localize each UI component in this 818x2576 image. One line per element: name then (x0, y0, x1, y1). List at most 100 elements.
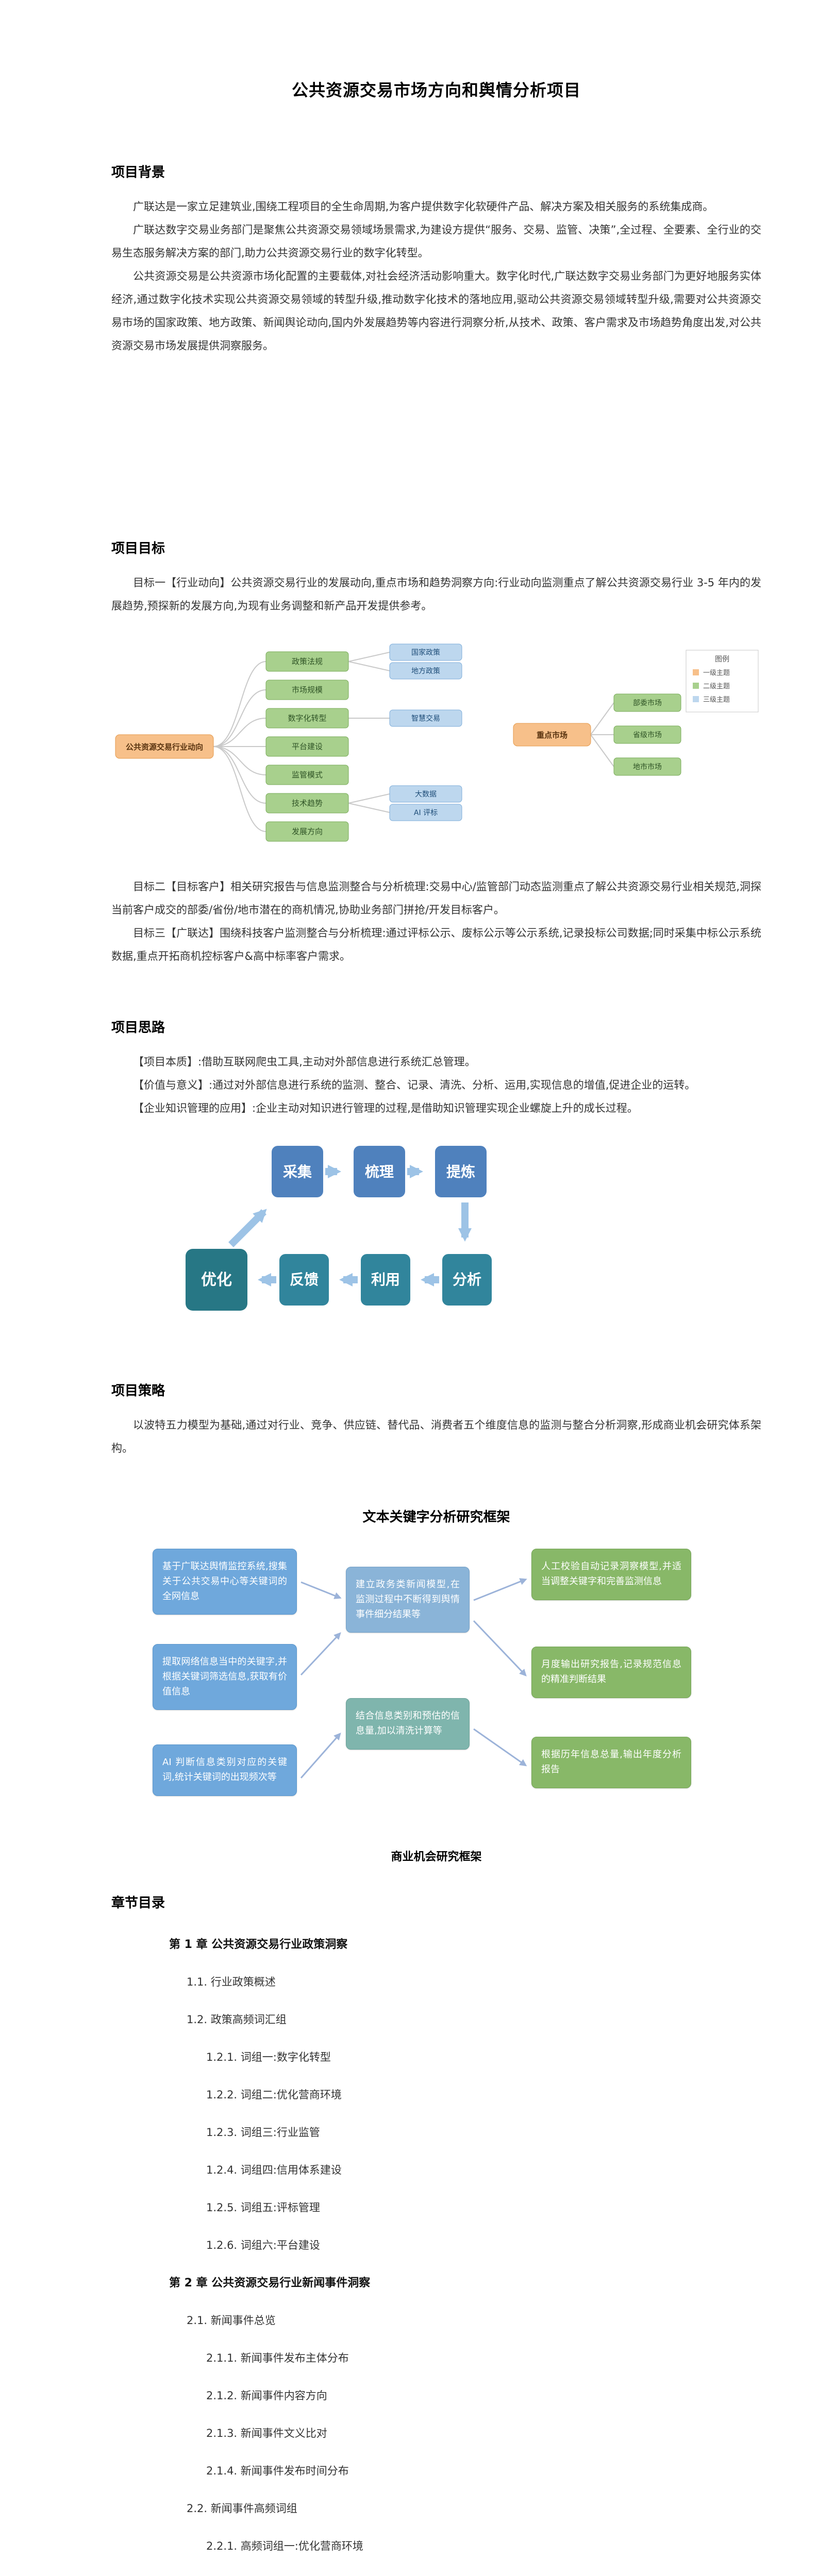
approach-item-3: 【企业知识管理的应用】:企业主动对知识进行管理的过程,是借助知识管理实现企业螺旋… (133, 1102, 638, 1114)
toc-heading: 章节目录 (111, 1895, 165, 1911)
svg-text:国家政策: 国家政策 (411, 648, 440, 657)
flow-box-collect: 采集 (272, 1146, 323, 1197)
legend-swatch-level3 (693, 696, 699, 702)
toc-chapter: 第 1 章 公共资源交易行业政策洞察 (169, 1938, 348, 1951)
strategy-heading: 项目策略 (111, 1383, 165, 1399)
background-paragraph-1: 广联达是一家立足建筑业,围绕工程项目的全生命周期,为客户提供数字化软硬件产品、解… (133, 200, 714, 213)
svg-text:地市市场: 地市市场 (633, 762, 662, 771)
goal-1-paragraph: 目标一【行业动向】公共资源交易行业的发展动向,重点市场和趋势洞察方向:行业动向监… (111, 577, 761, 612)
toc-subitem: 2.1.4. 新闻事件发布时间分布 (206, 2465, 349, 2477)
legend-swatch-level2 (693, 683, 699, 689)
framework-left-box-2: 提取网络信息当中的关键字,并根据关键词筛选信息,获取有价值信息 (153, 1644, 297, 1710)
flow-box-analyze: 分析 (442, 1254, 492, 1306)
svg-text:优化: 优化 (201, 1271, 232, 1289)
goals-heading: 项目目标 (111, 541, 165, 556)
toc-item: 1.1. 行业政策概述 (187, 1976, 276, 1988)
svg-text:重点市场: 重点市场 (537, 731, 567, 740)
goal-2-paragraph: 目标二【目标客户】相关研究报告与信息监测整合与分析梳理:交易中心/监管部门动态监… (111, 880, 761, 916)
mindmap-branch-nodes: 政策法规 市场规模 数字化转型 平台建设 监管模式 技术趋势 发展方向 (265, 651, 349, 842)
background-paragraph-2: 广联达数字交易业务部门是聚焦公共资源交易领域场景需求,为建设方提供“服务、交易、… (111, 224, 761, 259)
flow-box-organize: 梳理 (354, 1146, 405, 1197)
background-paragraph-3: 公共资源交易是公共资源市场化配置的主要载体,对社会经济活动影响重大。数字化时代,… (111, 270, 761, 352)
flow-box-feedback: 反馈 (279, 1254, 329, 1306)
toc-subitem: 1.2.3. 词组三:行业监管 (206, 2126, 320, 2139)
svg-text:大数据: 大数据 (415, 790, 437, 799)
approach-item-2: 【价值与意义】:通过对外部信息进行系统的监测、整合、记录、清洗、分析、运用,实现… (133, 1079, 696, 1091)
mindmap-root-node: 公共资源交易行业动向 (115, 734, 214, 759)
background-heading: 项目背景 (111, 165, 165, 180)
svg-text:反馈: 反馈 (290, 1271, 319, 1288)
toc-subitem: 1.2.2. 词组二:优化营商环境 (206, 2089, 342, 2101)
toc-subitem: 1.2.5. 词组五:评标管理 (206, 2201, 320, 2214)
toc-subitem: 1.2.1. 词组一:数字化转型 (206, 2051, 331, 2063)
section-strategy: 项目策略 以波特五力模型为基础,通过对行业、竞争、供应链、替代品、消费者五个维度… (111, 1380, 761, 1460)
svg-text:市场规模: 市场规模 (292, 685, 323, 694)
page-title: 公共资源交易市场方向和舆情分析项目 (291, 80, 581, 100)
approach-heading: 项目思路 (111, 1020, 165, 1036)
svg-text:监管模式: 监管模式 (292, 770, 323, 779)
svg-text:利用: 利用 (371, 1271, 400, 1288)
mindmap-leaf-nodes: 国家政策 地方政策 智慧交易 大数据 AI 评标 (389, 643, 462, 821)
keyword-analysis-framework: 基于广联达舆情监控系统,搜集关于公共交易中心等关键词的全网信息 提取网络信息当中… (111, 1544, 761, 1832)
svg-text:公共资源交易行业动向: 公共资源交易行业动向 (126, 742, 203, 752)
toc-item: 2.1. 新闻事件总览 (187, 2314, 276, 2327)
svg-text:数字化转型: 数字化转型 (288, 714, 326, 723)
toc-subitem: 2.2.2. 高频词组二:数字化转型 (111, 2565, 761, 2576)
toc-chapter: 第 2 章 公共资源交易行业新闻事件洞察 (169, 2277, 371, 2290)
toc-subitem: 1.2.4. 词组四:信用体系建设 (206, 2164, 342, 2176)
svg-text:省级市场: 省级市场 (633, 731, 662, 739)
information-cycle-flow-figure: 采集 梳理 提炼 优化 反馈 (111, 1130, 761, 1336)
strategy-paragraph: 以波特五力模型为基础,通过对行业、竞争、供应链、替代品、消费者五个维度信息的监测… (111, 1419, 761, 1454)
svg-text:发展方向: 发展方向 (292, 827, 323, 836)
flow-box-optimize: 优化 (186, 1249, 247, 1311)
framework-right-box-3: 根据历年信息总量,输出年度分析报告 (531, 1737, 691, 1788)
toc-subitem: 1.2.6. 词组六:平台建设 (206, 2239, 320, 2251)
framework-right-box-2: 月度输出研究报告,记录规范信息的精准判断结果 (531, 1647, 691, 1698)
svg-text:提炼: 提炼 (446, 1163, 475, 1180)
toc-item: 2.2. 新闻事件高频词组 (187, 2502, 297, 2515)
mindmap-canvas: 公共资源交易行业动向 政策法规 市场规模 数字化转型 平台建设 监管模式 技术趋… (115, 643, 759, 842)
industry-trend-mindmap-figure: 公共资源交易行业动向 政策法规 市场规模 数字化转型 平台建设 监管模式 技术趋… (111, 641, 761, 852)
section-approach: 项目思路 【项目本质】:借助互联网爬虫工具,主动对外部信息进行系统汇总管理。 【… (111, 1017, 761, 1336)
svg-text:智慧交易: 智慧交易 (411, 714, 440, 723)
svg-text:政策法规: 政策法规 (292, 657, 323, 666)
framework-title: 文本关键字分析研究框架 (362, 1510, 510, 1525)
legend-swatch-level1 (693, 669, 699, 675)
framework-caption: 商业机会研究框架 (391, 1851, 482, 1863)
section-background: 项目背景 广联达是一家立足建筑业,围绕工程项目的全生命周期,为客户提供数字化软硬… (111, 162, 761, 358)
framework-right-box-1: 人工校验自动记录洞察模型,并适当调整关键字和完善监测信息 (531, 1549, 691, 1600)
section-toc: 章节目录 第 1 章 公共资源交易行业政策洞察 1.1. 行业政策概述 1.2.… (111, 1892, 761, 2576)
svg-text:AI 评标: AI 评标 (414, 809, 438, 817)
svg-text:地方政策: 地方政策 (411, 667, 440, 675)
goal-3-paragraph: 目标三【广联达】围绕科技客户监测整合与分析梳理:通过评标公示、废标公示等公示系统… (111, 927, 761, 962)
framework-left-box-3: AI 判断信息类别对应的关键词,统计关键词的出现频次等 (153, 1744, 297, 1796)
svg-text:一级主题: 一级主题 (703, 669, 730, 677)
approach-item-1: 【项目本质】:借助互联网爬虫工具,主动对外部信息进行系统汇总管理。 (133, 1056, 476, 1068)
framework-left-box-1: 基于广联达舆情监控系统,搜集关于公共交易中心等关键词的全网信息 (153, 1549, 297, 1615)
svg-text:二级主题: 二级主题 (703, 683, 730, 690)
section-goals: 项目目标 目标一【行业动向】公共资源交易行业的发展动向,重点市场和趋势洞察方向:… (111, 538, 761, 968)
flow-box-utilize: 利用 (361, 1254, 410, 1306)
toc-subitem: 2.1.2. 新闻事件内容方向 (206, 2389, 327, 2402)
svg-text:分析: 分析 (453, 1271, 481, 1288)
toc-subitem: 2.2.1. 高频词组一:优化营商环境 (206, 2540, 363, 2552)
svg-text:部委市场: 部委市场 (633, 699, 662, 707)
toc-list: 第 1 章 公共资源交易行业政策洞察 1.1. 行业政策概述 1.2. 政策高频… (111, 1926, 761, 2576)
flow-box-refine: 提炼 (435, 1146, 487, 1197)
svg-text:技术趋势: 技术趋势 (292, 799, 323, 808)
mindmap-legend: 图例 一级主题 二级主题 三级主题 (686, 650, 759, 713)
svg-text:三级主题: 三级主题 (703, 696, 730, 704)
flow-canvas: 采集 梳理 提炼 优化 反馈 (186, 1146, 492, 1311)
framework-middle-box-2: 结合信息类别和预估的信息量,加以清洗计算等 (346, 1698, 470, 1750)
toc-subitem: 2.1.3. 新闻事件文义比对 (206, 2427, 327, 2439)
svg-text:梳理: 梳理 (365, 1163, 394, 1180)
svg-text:平台建设: 平台建设 (292, 742, 323, 751)
svg-text:图例: 图例 (715, 655, 729, 664)
mindmap-connectors (213, 652, 614, 832)
mindmap-right-cluster: 重点市场 部委市场 省级市场 地市市场 (513, 693, 681, 776)
svg-text:采集: 采集 (283, 1163, 312, 1180)
toc-item: 1.2. 政策高频词汇组 (187, 2013, 287, 2026)
framework-middle-box-1: 建立政务类新闻模型,在监测过程中不断得到舆情事件细分结果等 (346, 1567, 470, 1633)
toc-subitem: 2.1.1. 新闻事件发布主体分布 (206, 2352, 349, 2364)
